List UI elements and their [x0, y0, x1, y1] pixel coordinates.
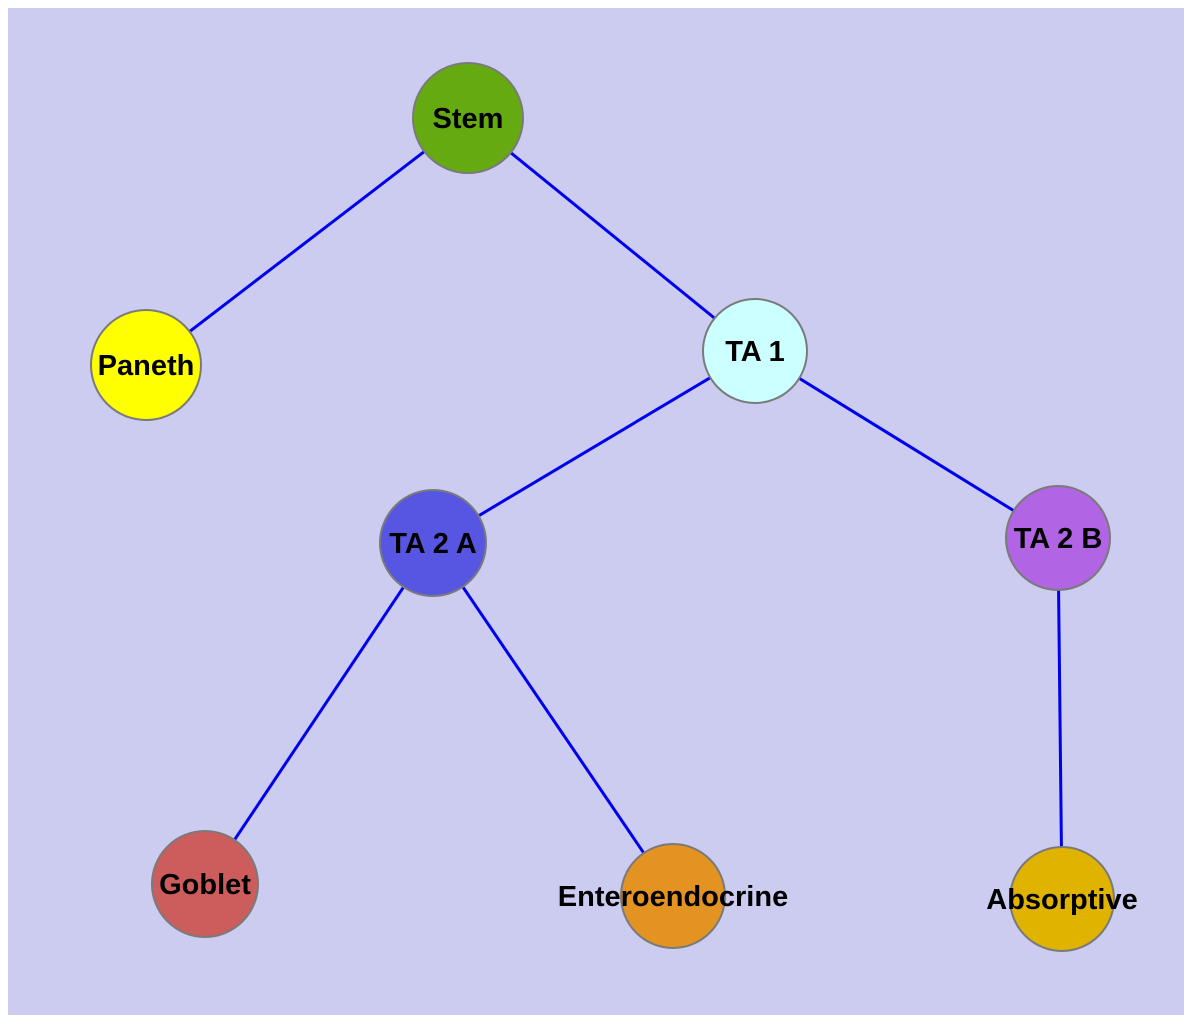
node-label-ta2a: TA 2 A	[389, 528, 477, 560]
edge-ta2b-absorptive	[1056, 537, 1064, 900]
edge-stem-paneth	[145, 116, 469, 367]
edge-ta1-ta2b	[754, 349, 1059, 540]
edge-ta1-ta2a	[432, 349, 756, 545]
node-absorptive	[1009, 846, 1115, 952]
node-label-ta1: TA 1	[725, 336, 785, 368]
node-stem	[412, 62, 524, 174]
node-paneth	[90, 309, 202, 421]
node-label-ta2b: TA 2 B	[1014, 523, 1103, 555]
node-label-enteroendocrine: Enteroendocrine	[558, 881, 788, 913]
node-ta1	[702, 298, 808, 404]
node-enteroendocrine	[620, 843, 726, 949]
node-label-absorptive: Absorptive	[986, 884, 1137, 916]
edge-ta2a-enteroendocrine	[431, 542, 675, 897]
node-ta2a	[379, 489, 487, 597]
node-label-stem: Stem	[433, 103, 504, 135]
edge-ta2a-goblet	[203, 542, 435, 885]
node-goblet	[151, 830, 259, 938]
node-label-paneth: Paneth	[98, 350, 195, 382]
edge-stem-ta1	[467, 116, 756, 353]
node-label-goblet: Goblet	[159, 869, 251, 901]
node-ta2b	[1005, 485, 1111, 591]
